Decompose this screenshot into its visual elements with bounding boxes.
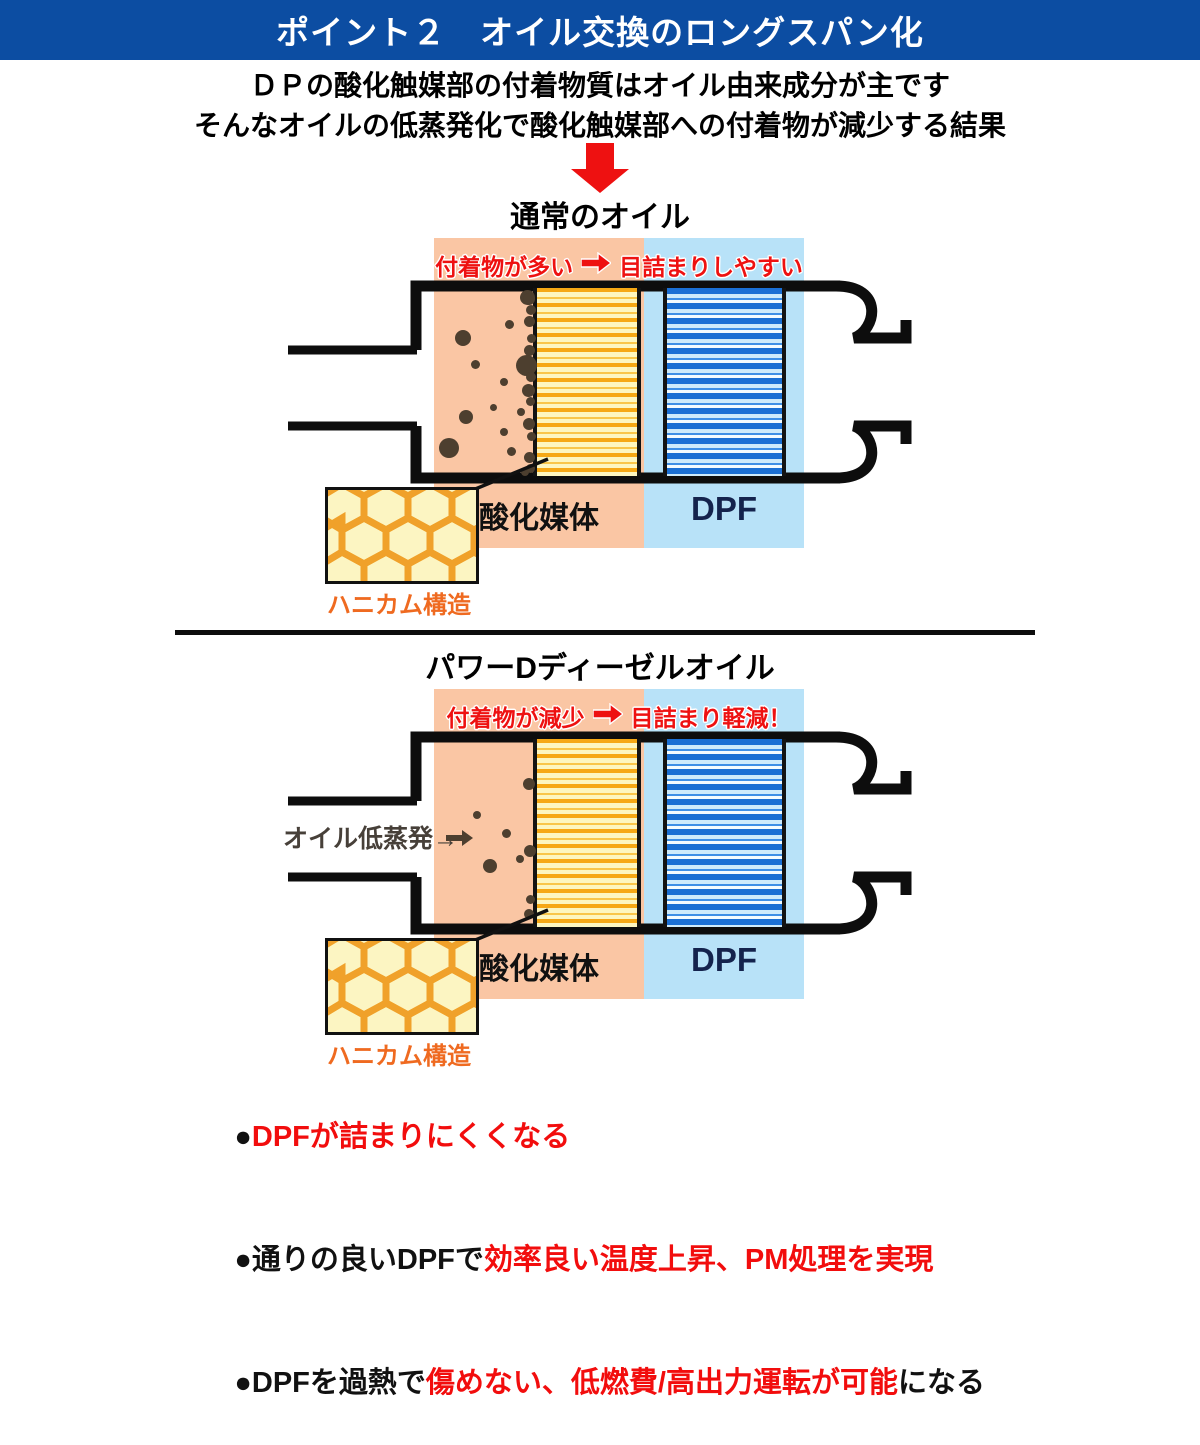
soot-particle bbox=[516, 855, 524, 863]
soot-cake-cluster bbox=[526, 372, 536, 382]
soot-particle bbox=[455, 330, 471, 346]
catalyst-core-powerd bbox=[533, 739, 641, 927]
soot-particle bbox=[500, 378, 508, 386]
intro-line-2: そんなオイルの低蒸発化で酸化触媒部への付着物が減少する結果 bbox=[193, 110, 1006, 141]
list-item: ●DPFが詰まりにくくなる bbox=[186, 1076, 1186, 1199]
honeycomb-label-normal: ハニカム構造 bbox=[327, 592, 471, 619]
honeycomb-illustration-normal bbox=[325, 487, 479, 584]
dpf-core-normal bbox=[663, 288, 786, 476]
zone-label-dpf-powerd: DPF bbox=[691, 941, 757, 978]
section-title-normal-oil: 通常のオイル bbox=[510, 201, 690, 234]
header-bar: ポイント２ オイル交換のロングスパン化 bbox=[0, 0, 1200, 60]
dpf-core-powerd bbox=[663, 739, 786, 927]
zone-label-dpf-normal: DPF bbox=[691, 490, 757, 527]
bullet-text-highlight: 効率良い温度上昇、PM処理を実現 bbox=[483, 1244, 934, 1276]
soot-particle bbox=[471, 360, 480, 369]
soot-cake-cluster bbox=[526, 464, 535, 473]
soot-cake-cluster bbox=[526, 397, 535, 406]
bullet-marker: ● bbox=[234, 1367, 252, 1399]
bullet-text: 通りの良いDPFで bbox=[251, 1244, 484, 1276]
soot-particle bbox=[473, 811, 481, 819]
soot-particle bbox=[439, 438, 459, 458]
caption-right-powerd: 目詰まり軽減！ bbox=[630, 705, 792, 731]
soot-particle bbox=[459, 410, 473, 424]
intro-line-1: ＤＰの酸化触媒部の付着物質はオイル由来成分が主です bbox=[249, 70, 950, 101]
soot-cake-cluster bbox=[524, 316, 535, 327]
section-title-power-d-oil: パワーDディーゼルオイル bbox=[425, 652, 775, 685]
section-divider bbox=[175, 630, 1035, 635]
soot-particle bbox=[483, 859, 497, 873]
soot-cake-cluster bbox=[524, 345, 535, 356]
soot-particle bbox=[502, 829, 511, 838]
honeycomb-label-powerd: ハニカム構造 bbox=[327, 1043, 471, 1070]
caption-left-powerd: 付着物が減少 bbox=[446, 705, 585, 731]
catalyst-core-normal bbox=[533, 288, 641, 476]
diagram-normal-oil: 付着物が多い 目詰まりしやすい bbox=[0, 0, 1200, 619]
caption-row-powerd: 付着物が減少 目詰まり軽減！ bbox=[434, 699, 804, 733]
right-arrow-icon bbox=[580, 251, 613, 279]
down-arrow-icon bbox=[569, 143, 631, 193]
muffler-outline-powerd bbox=[280, 729, 920, 937]
bullet-text: DPFを過熱で bbox=[251, 1367, 426, 1399]
soot-particle bbox=[521, 468, 529, 476]
soot-cake-cluster bbox=[523, 293, 535, 305]
caption-right-normal: 目詰まりしやすい bbox=[619, 254, 803, 280]
bullet-text: DPFが詰まりにくくなる bbox=[251, 1121, 571, 1153]
intro-text-block: ＤＰの酸化触媒部の付着物質はオイル由来成分が主です そんなオイルの低蒸発化で酸化… bbox=[0, 66, 1200, 146]
benefits-list: ●DPFが詰まりにくくなる ●通りの良いDPFで効率良い温度上昇、PM処理を実現… bbox=[186, 1076, 1186, 1445]
diagram-power-d-oil: 付着物が減少 目詰まり軽減！ bbox=[0, 451, 1200, 1070]
soot-cake-cluster bbox=[526, 305, 536, 315]
soot-cake-cluster bbox=[522, 384, 535, 397]
bullet-marker: ● bbox=[234, 1244, 252, 1276]
caption-row-normal: 付着物が多い 目詰まりしやすい bbox=[434, 248, 804, 282]
soot-particle bbox=[490, 404, 497, 411]
soot-cake-cluster bbox=[523, 418, 535, 430]
soot-flow-arrow-icon bbox=[446, 829, 474, 852]
list-item: ●DPFを過熱で傷めない、低燃費/高出力運転が可能になる bbox=[186, 1322, 1186, 1445]
page-root: ポイント２ オイル交換のロングスパン化 ＤＰの酸化触媒部の付着物質はオイル由来成… bbox=[0, 0, 1200, 1399]
soot-particle bbox=[523, 778, 535, 790]
soot-particle bbox=[517, 408, 525, 416]
soot-particle bbox=[526, 895, 535, 904]
soot-particle bbox=[500, 428, 508, 436]
soot-particle bbox=[524, 909, 534, 919]
zone-label-catalyst-normal: 酸化媒体 bbox=[479, 502, 599, 535]
soot-cake-cluster bbox=[527, 334, 536, 343]
oil-low-evaporation-label: オイル低蒸発→ bbox=[283, 825, 459, 853]
soot-particle bbox=[516, 355, 537, 376]
zone-label-catalyst-powerd: 酸化媒体 bbox=[479, 953, 599, 986]
page-title: ポイント２ オイル交換のロングスパン化 bbox=[276, 14, 924, 51]
soot-particle bbox=[524, 845, 536, 857]
bullet-text-highlight: 傷めない、低燃費/高出力運転が可能 bbox=[425, 1367, 898, 1399]
caption-left-normal: 付着物が多い bbox=[435, 254, 574, 280]
honeycomb-illustration-powerd bbox=[325, 938, 479, 1035]
list-item: ●通りの良いDPFで効率良い温度上昇、PM処理を実現 bbox=[186, 1199, 1186, 1322]
soot-particle bbox=[505, 320, 514, 329]
right-arrow-icon bbox=[591, 702, 624, 730]
soot-cake-cluster bbox=[527, 432, 536, 441]
soot-particle bbox=[507, 447, 516, 456]
bullet-text-tail: になる bbox=[897, 1367, 985, 1399]
bullet-marker: ● bbox=[234, 1121, 252, 1153]
muffler-outline-normal bbox=[280, 278, 920, 486]
soot-cake-cluster bbox=[524, 452, 535, 463]
